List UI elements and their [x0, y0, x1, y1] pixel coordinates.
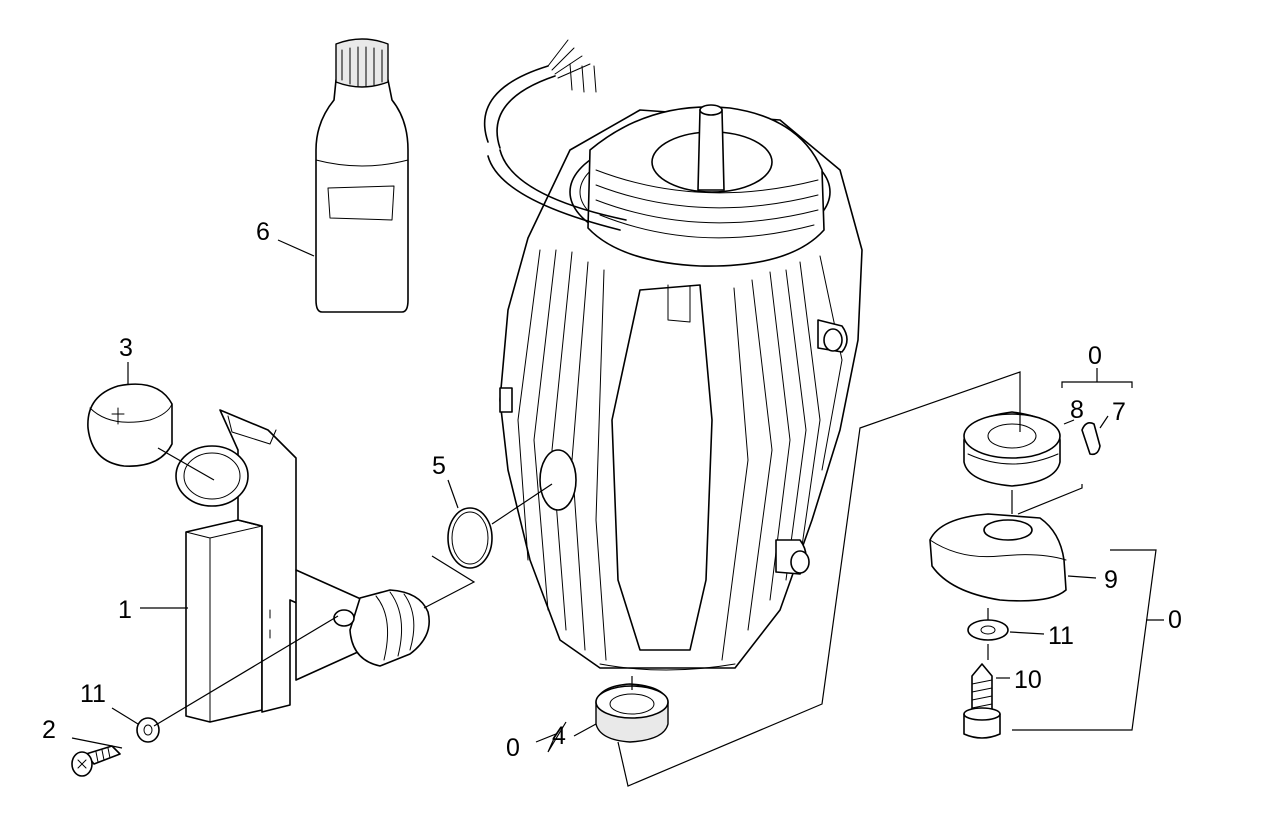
callout-0-top: 0 [1088, 342, 1102, 370]
part-8-bearing [963, 411, 1061, 487]
callout-0-right: 0 [1168, 606, 1182, 634]
callout-10: 10 [1014, 666, 1042, 694]
callout-1: 1 [118, 596, 132, 624]
motor-assembly [483, 39, 863, 671]
leader-lines [71, 239, 1164, 787]
callout-7: 7 [1112, 398, 1126, 426]
callout-11-right: 11 [1048, 622, 1074, 650]
callout-8: 8 [1070, 396, 1084, 424]
callout-2: 2 [42, 716, 56, 744]
callout-9: 9 [1104, 566, 1118, 594]
part-10-bolt [963, 663, 1001, 739]
part-11-washer-right [967, 619, 1009, 641]
part-4-seal [595, 683, 669, 743]
callout-6: 6 [256, 218, 270, 246]
callout-11-left: 11 [80, 680, 106, 708]
callout-5: 5 [432, 452, 446, 480]
callout-4: 4 [552, 722, 566, 750]
part-7-key [1081, 422, 1101, 456]
part-1-bracket [185, 409, 347, 723]
part-9-base [929, 513, 1067, 602]
callout-3: 3 [119, 334, 133, 362]
part-2-screw [71, 745, 121, 777]
part-6-oil-bottle [315, 38, 409, 313]
part-3-cap [87, 383, 173, 467]
bracket-ring [175, 445, 249, 507]
part-bellows [295, 569, 430, 681]
part-11-washer-left [136, 717, 160, 743]
part-5-o-ring [447, 507, 493, 569]
callout-0-bottom: 0 [506, 734, 520, 762]
